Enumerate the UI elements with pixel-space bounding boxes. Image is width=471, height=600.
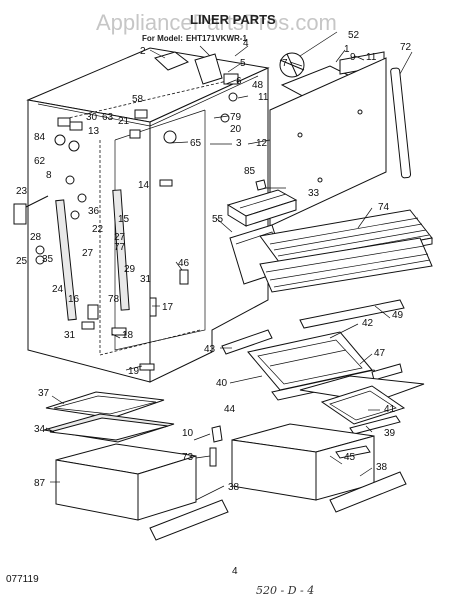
- model-number: EHT171VKWR-1: [186, 34, 247, 43]
- callout-15: 15: [118, 214, 130, 225]
- callout-31-lower: 31: [64, 330, 76, 341]
- callout-46: 46: [178, 258, 190, 269]
- callout-33: 33: [308, 188, 320, 199]
- callout-78: 78: [108, 294, 120, 305]
- callout-7: 7: [282, 58, 288, 69]
- callout-22: 22: [92, 224, 104, 235]
- callout-48: 48: [252, 80, 264, 91]
- callout-35: 35: [42, 254, 54, 265]
- callout-10: 10: [182, 428, 194, 439]
- callout-37: 37: [38, 388, 50, 399]
- callout-38-left: 38: [228, 482, 240, 493]
- callout-74: 74: [378, 202, 390, 213]
- callout-23: 23: [16, 186, 28, 197]
- right-crisper-set: [209, 375, 425, 513]
- callout-73: 73: [182, 452, 194, 463]
- callout-1: 1: [344, 44, 350, 55]
- diagram-title: LINER PARTS: [190, 12, 276, 27]
- callout-45: 45: [344, 452, 356, 463]
- callout-16: 16: [68, 294, 80, 305]
- footer-page: 4: [232, 566, 238, 577]
- callout-17: 17: [162, 302, 174, 313]
- callout-29: 29: [124, 264, 136, 275]
- callout-31-upper: 31: [140, 274, 152, 285]
- callout-62: 62: [34, 156, 46, 167]
- callout-11-mid: 11: [258, 92, 269, 103]
- callout-38-right: 38: [376, 462, 388, 473]
- callout-6: 6: [236, 76, 242, 87]
- top-parts: [154, 51, 385, 123]
- footer-code: 077119: [6, 574, 39, 585]
- handwritten-note: 520 - D - 4: [256, 584, 314, 597]
- callout-49: 49: [392, 310, 404, 321]
- callout-30: 30: [86, 112, 98, 123]
- callout-40: 40: [216, 378, 228, 389]
- callout-27-upper: 27: [114, 232, 126, 243]
- callout-77: 77: [114, 242, 126, 253]
- callout-65: 65: [190, 138, 202, 149]
- left-crisper-set: [43, 391, 229, 541]
- callout-41: 41: [384, 404, 396, 415]
- back-panel: [269, 57, 387, 227]
- callout-43: 43: [204, 344, 216, 355]
- glass-shelf-assembly: [221, 329, 403, 401]
- callout-58: 58: [132, 94, 144, 105]
- callout-44: 44: [224, 404, 236, 415]
- leader-lines: [45, 31, 413, 501]
- callout-20: 20: [230, 124, 242, 135]
- callout-8: 8: [46, 170, 52, 181]
- trim-strip: [390, 67, 412, 179]
- callout-5: 5: [240, 58, 246, 69]
- callout-87: 87: [34, 478, 46, 489]
- callout-27-lower: 27: [82, 248, 94, 259]
- callout-labels: 52 72 2 4 5 6 1 9 11 7 48 58 30 63 21 11…: [16, 30, 412, 493]
- callout-79: 79: [230, 112, 242, 123]
- callout-12: 12: [256, 138, 268, 149]
- callout-84: 84: [34, 132, 46, 143]
- callout-47: 47: [374, 348, 386, 359]
- callout-63: 63: [102, 112, 114, 123]
- callout-18: 18: [122, 330, 134, 341]
- callout-19: 19: [128, 366, 140, 377]
- cabinet-liner: [13, 47, 270, 383]
- callout-55: 55: [212, 214, 224, 225]
- callout-24: 24: [52, 284, 64, 295]
- callout-4: 4: [243, 38, 249, 49]
- callout-11-top: 11: [366, 52, 377, 63]
- callout-42: 42: [362, 318, 374, 329]
- callout-72: 72: [400, 42, 412, 53]
- callout-34: 34: [34, 424, 46, 435]
- callout-9: 9: [350, 52, 356, 63]
- callout-25: 25: [16, 256, 28, 267]
- callout-2: 2: [140, 46, 146, 57]
- watermark: AppliancePartsPros.com: [96, 10, 337, 35]
- callout-3: 3: [236, 138, 242, 149]
- callout-14: 14: [138, 180, 150, 191]
- callout-21: 21: [118, 116, 130, 127]
- model-prefix: For Model:: [142, 34, 183, 43]
- callout-28: 28: [30, 232, 42, 243]
- callout-13: 13: [88, 126, 100, 137]
- callout-36: 36: [88, 206, 100, 217]
- callout-85: 85: [244, 166, 256, 177]
- callout-52: 52: [348, 30, 360, 41]
- lower-shelf: [259, 237, 433, 329]
- callout-39: 39: [384, 428, 396, 439]
